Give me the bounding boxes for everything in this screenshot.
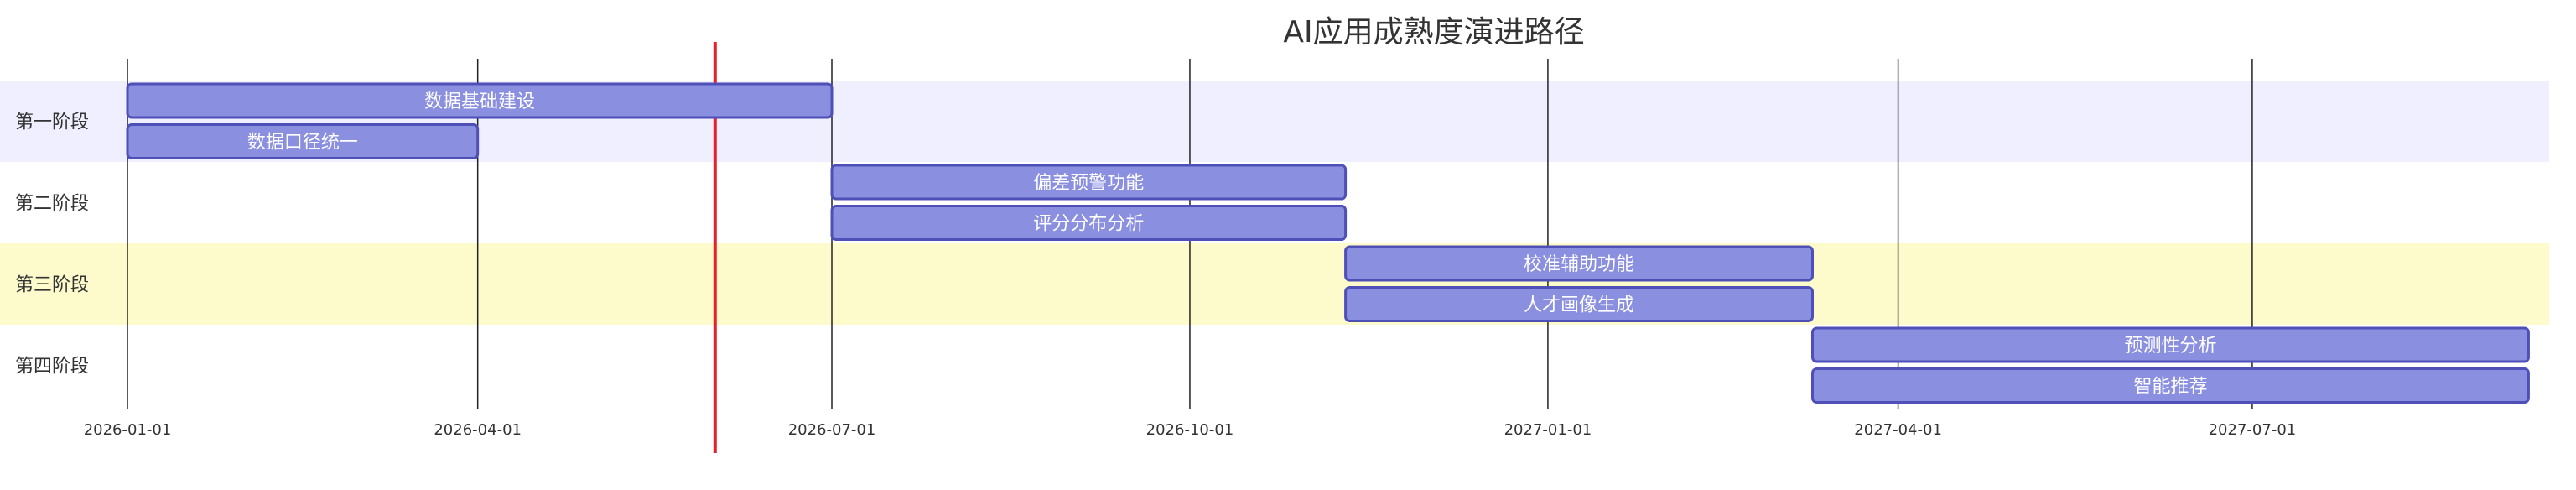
task-label: 数据基础建设	[424, 91, 535, 112]
section-label: 第二阶段	[15, 194, 89, 215]
task-bar	[1811, 326, 2530, 363]
section-label: 第四阶段	[15, 357, 89, 378]
tick-label: 2027-07-01	[2209, 421, 2297, 439]
task-bar	[1344, 245, 1815, 282]
task-label: 评分分布分析	[1033, 214, 1144, 235]
task-label: 数据口径统一	[247, 133, 358, 154]
tick-label: 2027-01-01	[1504, 421, 1592, 439]
task-bar	[1811, 368, 2530, 404]
section-label: 第三阶段	[15, 275, 89, 296]
task-bar	[830, 164, 1348, 201]
task-bar	[830, 205, 1348, 241]
task-bar	[126, 82, 834, 119]
task-bar	[126, 123, 480, 159]
task-label: 校准辅助功能	[1524, 254, 1634, 275]
task-bar	[1344, 286, 1815, 322]
section-band	[0, 243, 2549, 325]
task-label: 智能推荐	[2133, 377, 2207, 398]
task-bars: 数据基础建设数据口径统一偏差预警功能评分分布分析校准辅助功能人才画像生成预测性分…	[126, 82, 2530, 404]
tick-label: 2026-04-01	[434, 421, 522, 439]
task-label: 预测性分析	[2124, 336, 2216, 357]
chart-title: AI应用成熟度演进路径	[1283, 15, 1584, 50]
tick-label: 2026-01-01	[84, 421, 172, 439]
section-label: 第一阶段	[15, 112, 89, 133]
task-label: 偏差预警功能	[1033, 173, 1144, 194]
tick-label: 2027-04-01	[1854, 421, 1942, 439]
task-label: 人才画像生成	[1524, 295, 1634, 316]
tick-label: 2026-10-01	[1146, 421, 1234, 439]
tick-label: 2026-07-01	[788, 421, 876, 439]
